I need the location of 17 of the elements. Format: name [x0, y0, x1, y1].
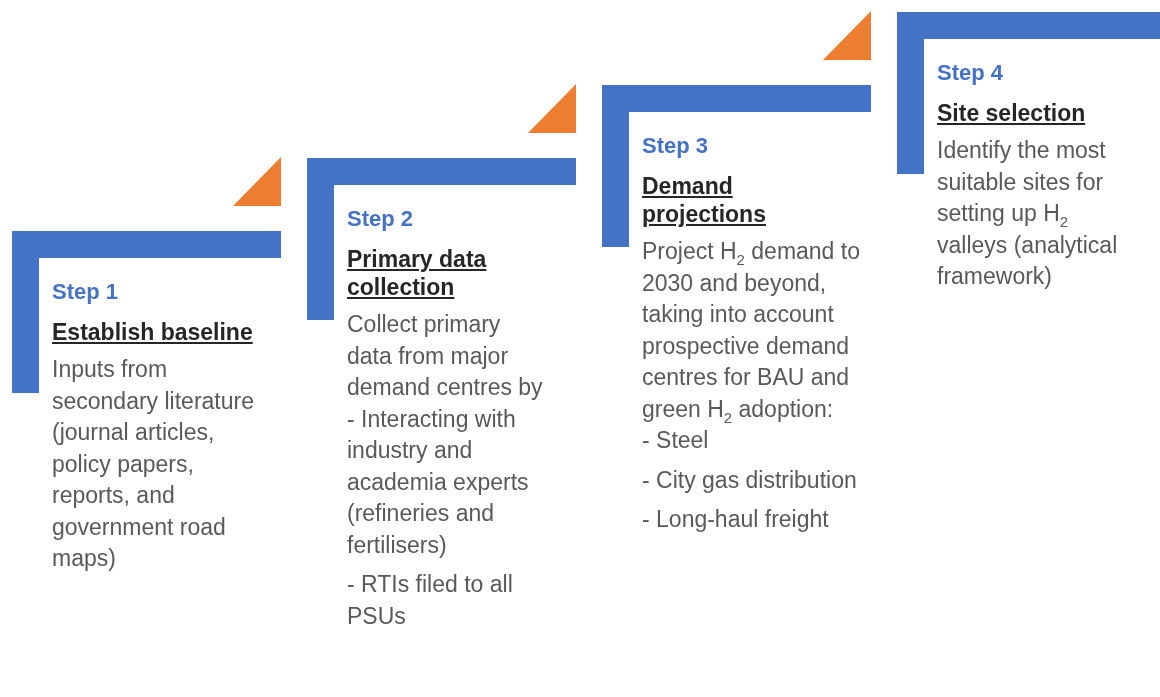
- list-item: - Long-haul freight: [642, 505, 830, 534]
- step-label: Step 3: [642, 132, 710, 160]
- list-item: - City gas distribution: [642, 465, 858, 495]
- step-title: Demand projections: [642, 172, 767, 228]
- step-description: Collect primary data from major demand centres by: [347, 310, 544, 402]
- list-item: - RTIs filed to all PSUs: [347, 570, 514, 631]
- step-label: Step 1: [52, 278, 120, 306]
- step-label: Step 4: [937, 59, 1005, 87]
- step-title: Site selection: [937, 99, 1087, 127]
- step-description: Project H$_{2}$ demand to 2030 and beyond, taking into account prospective demand centres for BAU and green H$_{2}$ adoption:: [642, 237, 860, 425]
- step-description: Inputs from secondary literature (journal articles, policy papers, reports, and government road maps): [52, 355, 255, 573]
- step-description: Identify the most suitable sites for setting up H$_{2}$ valleys (analytical framework): [937, 136, 1119, 291]
- list-item: - Interacting with industry and academia experts (refineries and fertilisers): [347, 404, 530, 560]
- list-item: - Steel: [642, 426, 710, 455]
- step-title: Establish baseline: [52, 318, 254, 346]
- step-label: Step 2: [347, 205, 415, 233]
- step-title: Primary data collection: [347, 245, 488, 301]
